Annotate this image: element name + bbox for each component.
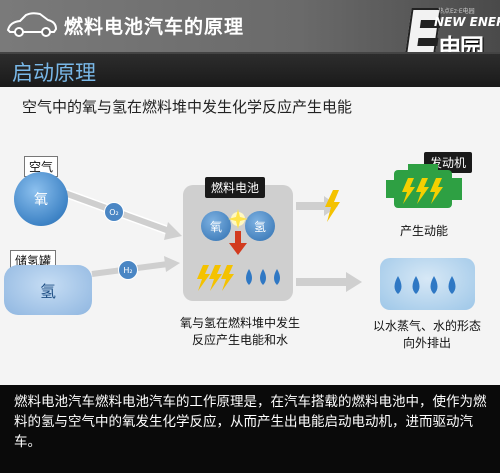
down-arrow-icon [235,231,241,245]
oxygen-circle: 氧 [14,172,68,226]
slide-subtitle: 空气中的氧与氢在燃料堆中发生化学反应产生电能 [22,98,353,116]
water-panel [380,258,475,310]
brand-logo: 热点Ez·E电园 NEW ENERGY 电园 [404,2,500,64]
water-drop-icons [394,276,456,294]
diagram-slide: 启动原理 空气中的氧与氢在燃料堆中发生化学反应产生电能 空气 氧 O₂ [0,52,500,385]
cell-hydrogen: 氢 [245,211,275,241]
logo-brand-en: NEW ENERGY [434,15,500,29]
h2-molecule: H₂ [118,260,138,280]
water-caption-1: 以水蒸气、水的形态 [372,319,481,333]
engine-caption: 产生动能 [399,224,448,238]
page-title: 燃料电池汽车的原理 [64,16,245,38]
cell-water-drop-icons [246,269,280,285]
car-icon [6,12,58,37]
o2-molecule: O₂ [104,202,124,222]
fuel-cell-box: 燃料电池 氧 氢 [183,177,293,301]
slide-heading-bar: 启动原理 [0,52,500,87]
electric-arrow [296,202,326,210]
slide-heading: 启动原理 [12,61,96,85]
air-label: 空气 [24,156,59,177]
cell-caption-1: 氧与氢在燃料堆中发生 [179,316,300,330]
header-bar: 燃料电池汽车的原理 热点Ez·E电园 NEW ENERGY 电园 [0,0,500,62]
cell-oxygen: 氧 [201,211,231,241]
description-text: 燃料电池汽车燃料电池汽车的工作原理是，在汽车搭载的燃料电池中，使作为燃料的氢与空… [14,394,487,450]
lightning-icon [325,190,340,222]
fuel-cell-label: 燃料电池 [205,177,266,198]
cell-caption-2: 反应产生电能和水 [191,333,288,347]
hydrogen-tank: 氢 [4,265,92,315]
reaction-graphics [197,209,280,291]
engine-icon [386,164,462,208]
logo-small-text: 热点Ez·E电园 [438,8,475,15]
water-caption-2: 向外排出 [402,336,451,350]
cell-lightning-icons [197,265,234,291]
water-arrow [296,278,348,286]
